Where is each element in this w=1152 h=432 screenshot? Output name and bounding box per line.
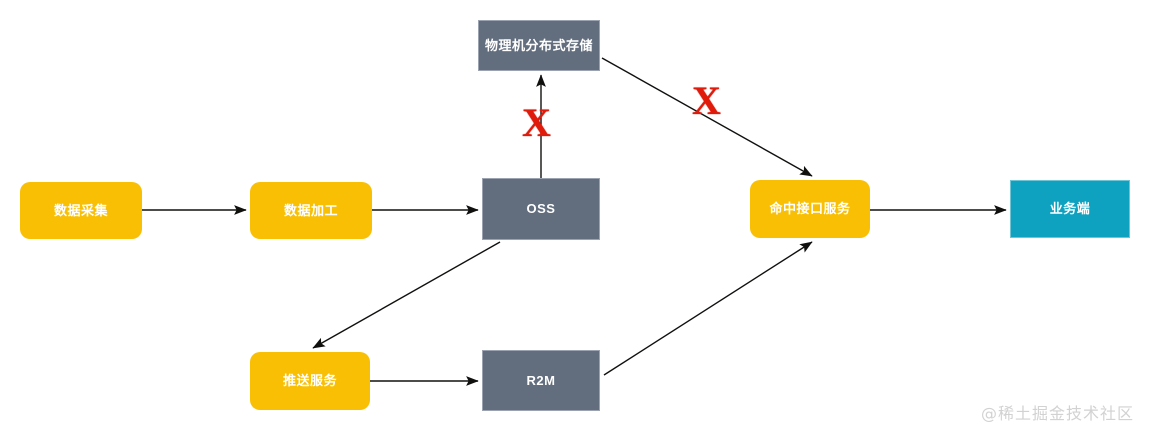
node-data-collection[interactable]: 数据采集 xyxy=(20,182,142,239)
edge-oss-to-push-service xyxy=(312,241,501,349)
node-label-data-collection: 数据采集 xyxy=(53,202,108,218)
node-label-push-service: 推送服务 xyxy=(282,373,337,389)
node-label-data-processing: 数据加工 xyxy=(283,202,338,218)
node-oss[interactable]: OSS xyxy=(482,178,600,240)
edge-r2m-to-hit-interface-service xyxy=(603,241,813,376)
node-label-r2m: R2M xyxy=(526,372,556,388)
node-label-business-client: 业务端 xyxy=(1049,201,1091,217)
node-push-service[interactable]: 推送服务 xyxy=(250,352,370,410)
node-label-distributed-storage: 物理机分布式存储 xyxy=(484,37,593,53)
blocked-marker-x-icon-storage-hit-service: X xyxy=(692,78,721,123)
node-business-client[interactable]: 业务端 xyxy=(1010,180,1130,238)
node-label-oss: OSS xyxy=(526,201,556,217)
blocked-marker-x-icon-oss-storage: X xyxy=(522,100,551,145)
node-r2m[interactable]: R2M xyxy=(482,350,600,411)
node-hit-interface-service[interactable]: 命中接口服务 xyxy=(750,180,870,238)
node-label-hit-interface-service: 命中接口服务 xyxy=(769,201,851,217)
watermark: @稀土掘金技术社区 xyxy=(980,404,1134,423)
node-data-processing[interactable]: 数据加工 xyxy=(250,182,372,239)
node-distributed-storage[interactable]: 物理机分布式存储 xyxy=(478,20,600,71)
